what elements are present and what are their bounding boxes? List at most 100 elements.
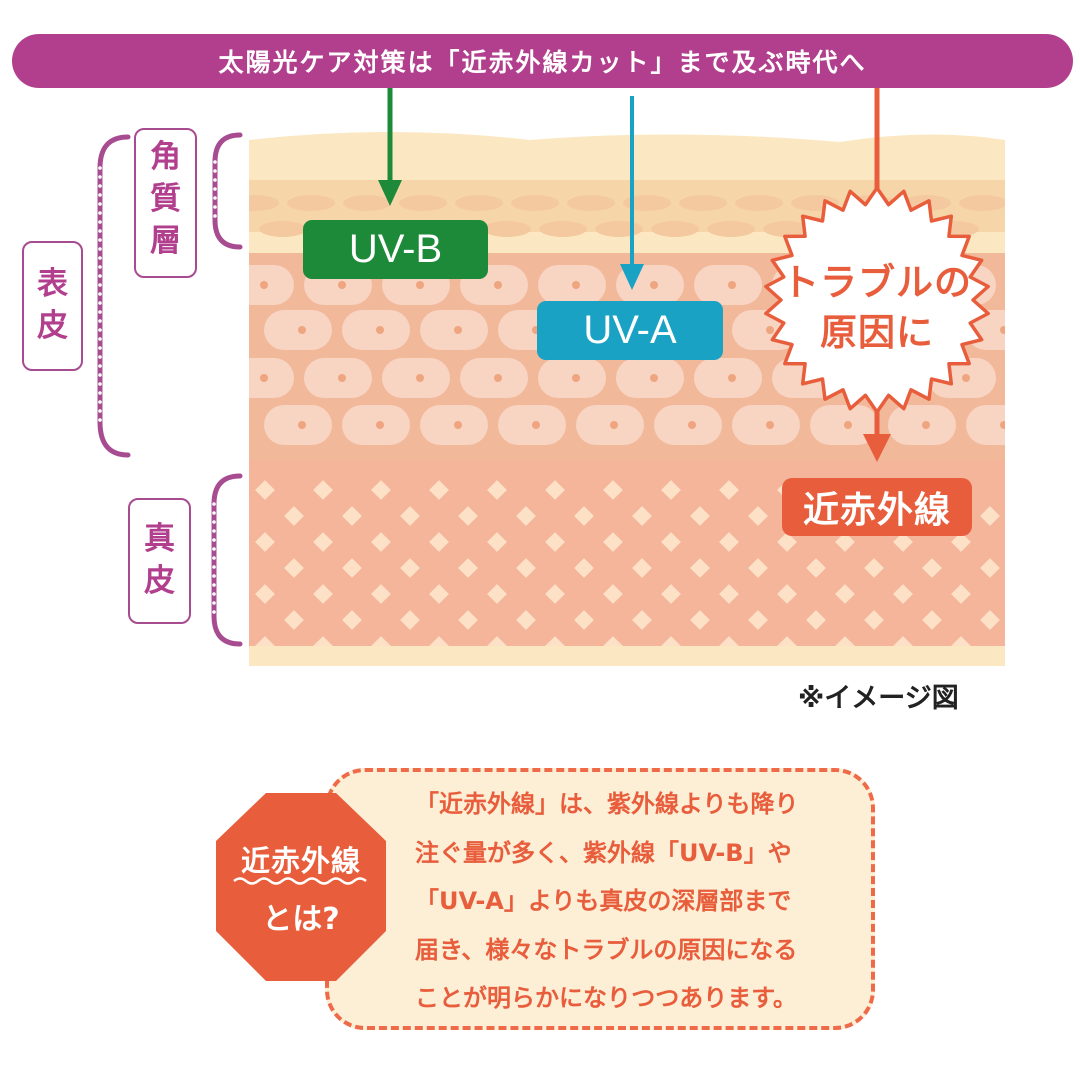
bracket-dot	[213, 205, 217, 209]
dermis-fiber	[835, 584, 855, 604]
bracket-dot	[213, 178, 217, 182]
bracket-dot	[98, 409, 102, 413]
cell-nucleus	[572, 281, 580, 289]
dermis-fiber	[690, 506, 710, 526]
dermis-fiber	[748, 610, 768, 630]
dermis-fiber	[545, 480, 565, 500]
burst-line-2: 原因に	[820, 311, 934, 354]
dermis-fiber	[748, 558, 768, 578]
bracket-hyohi	[97, 134, 131, 458]
dermis-fiber	[748, 506, 768, 526]
dermis-fiber	[632, 506, 652, 526]
dermis-fiber	[429, 480, 449, 500]
cell-nucleus	[572, 374, 580, 382]
corneum-cell	[511, 195, 559, 211]
corneum-cell	[959, 195, 1005, 211]
cell-nucleus	[1000, 421, 1005, 429]
bracket-dot	[212, 601, 216, 605]
bracket-dot	[98, 184, 102, 188]
dermis-fiber	[313, 584, 333, 604]
bracket-dot	[213, 214, 217, 218]
dermis-fiber	[342, 610, 362, 630]
info-badge-title: 近赤外線	[240, 844, 361, 878]
dermis-fiber	[545, 584, 565, 604]
cell-nucleus	[650, 374, 658, 382]
dermis-fiber	[864, 610, 884, 630]
cell-nucleus	[376, 326, 384, 334]
info-box	[325, 768, 875, 1030]
bracket-dot	[212, 538, 216, 542]
label-char: 皮	[37, 308, 68, 344]
dermis-fiber	[516, 558, 536, 578]
bracket-dot	[213, 169, 217, 173]
bracket-dot	[98, 400, 102, 404]
dermis-fiber	[719, 584, 739, 604]
bracket-dot	[98, 319, 102, 323]
corneum-cell	[343, 195, 391, 211]
cell-nucleus	[1000, 326, 1005, 334]
bracket-dot	[212, 592, 216, 596]
dermis-fiber	[284, 558, 304, 578]
dermis-fiber	[284, 610, 304, 630]
image-note: ※イメージ図	[798, 683, 959, 714]
dermis-fiber	[574, 558, 594, 578]
dermis-fiber	[400, 610, 420, 630]
bracket-dot	[212, 574, 216, 578]
dermis-fiber	[284, 506, 304, 526]
bracket-dot	[98, 373, 102, 377]
bracket-dot	[98, 220, 102, 224]
bracket-dot	[98, 337, 102, 341]
dermis-fiber	[922, 610, 942, 630]
dermis-fiber	[603, 532, 623, 552]
dermis-fiber	[487, 480, 507, 500]
bracket-dot	[98, 382, 102, 386]
corneum-cell	[567, 195, 615, 211]
dermis-fiber	[545, 532, 565, 552]
dermis-fiber	[922, 558, 942, 578]
label-char: 層	[150, 223, 181, 259]
cell-nucleus	[494, 374, 502, 382]
bracket-dot	[98, 328, 102, 332]
banner-title: 太陽光ケア対策は「近赤外線カット」まで及ぶ時代へ	[12, 34, 1073, 88]
label-dermis: 真 皮	[128, 498, 191, 624]
info-description: 「近赤外線」は、紫外線よりも降り 注ぐ量が多く、紫外線「UV-B」や 「UV-A…	[415, 780, 865, 1023]
dermis-fiber	[342, 558, 362, 578]
bracket-dot	[98, 229, 102, 233]
dermis-fiber	[603, 584, 623, 604]
info-octagon-badge	[216, 793, 386, 981]
dermis-fiber	[342, 506, 362, 526]
dermis-fiber	[313, 532, 333, 552]
bracket-dot	[212, 565, 216, 569]
info-line: 注ぐ量が多く、紫外線「UV-B」や	[415, 838, 792, 867]
cell-nucleus	[532, 421, 540, 429]
bracket-dot	[98, 211, 102, 215]
cell-nucleus	[454, 421, 462, 429]
cell-nucleus	[338, 281, 346, 289]
info-badge-subtitle: とは?	[262, 902, 340, 937]
dermis-fiber	[951, 584, 971, 604]
dermis-fiber	[719, 480, 739, 500]
bracket-shinpi	[211, 473, 243, 647]
dermis-fiber	[632, 610, 652, 630]
cell-nucleus	[494, 281, 502, 289]
dermis-fiber	[487, 584, 507, 604]
corneum-cell	[651, 221, 699, 237]
bracket-dot	[212, 583, 216, 587]
cell-nucleus	[376, 421, 384, 429]
corneum-cell	[679, 195, 727, 211]
burst-line-1: トラブルの	[782, 261, 972, 304]
dermis-pattern	[255, 480, 1000, 656]
label-char: 真	[144, 521, 175, 557]
bracket-dot	[98, 193, 102, 197]
cell-nucleus	[416, 281, 424, 289]
dermis-fiber	[255, 532, 275, 552]
dermis-fiber	[574, 610, 594, 630]
dermis-fiber	[690, 610, 710, 630]
dermis-fiber	[777, 584, 797, 604]
dermis-fiber	[777, 532, 797, 552]
cell-nucleus	[962, 374, 970, 382]
dermis-fiber	[371, 480, 391, 500]
dermis-fiber	[806, 610, 826, 630]
dermis-fiber	[371, 584, 391, 604]
bracket-kakushitsu	[212, 132, 243, 250]
